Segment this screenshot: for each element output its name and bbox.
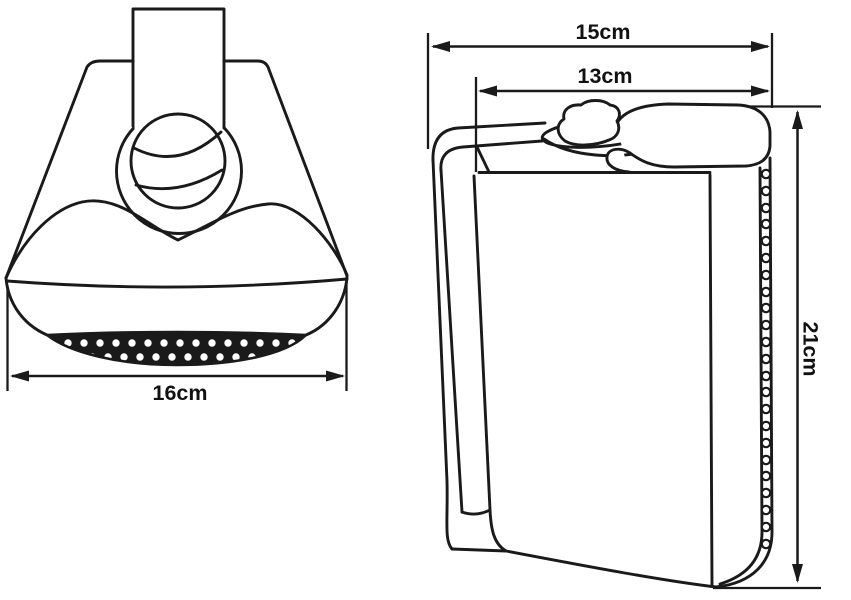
dimension-front-width: 16cm xyxy=(6,282,348,405)
top-rear-housing xyxy=(605,102,772,174)
bracket-arm-inner xyxy=(439,168,464,514)
arrowhead-right xyxy=(751,41,770,52)
arrowhead-left xyxy=(10,370,29,382)
top-face-corner-seam xyxy=(475,145,491,174)
front-band-line xyxy=(5,277,349,289)
front-left-edge xyxy=(4,276,49,337)
swivel-knob xyxy=(556,99,621,147)
arrowhead-left xyxy=(431,41,450,52)
bracket-arm-outer xyxy=(431,158,454,551)
grille-holes xyxy=(760,168,772,550)
dimension-label-16cm: 16cm xyxy=(153,381,208,405)
front-right-edge xyxy=(304,275,349,337)
arrowhead-right xyxy=(326,370,345,382)
dimension-body-depth: 13cm xyxy=(474,64,770,172)
cabinet-back-edge xyxy=(472,174,508,553)
ball-seam-lower xyxy=(134,168,224,191)
arrowhead-bottom xyxy=(792,564,803,583)
dimension-label-15cm: 15cm xyxy=(576,20,631,44)
ball-joint xyxy=(129,112,227,210)
speaker-grille xyxy=(43,330,309,367)
bracket-foot-top xyxy=(460,508,492,516)
mounting-bracket-strap xyxy=(131,7,226,130)
top-face-outer-edge xyxy=(431,121,547,163)
top-face-inner-edge xyxy=(439,139,544,173)
grille-strip-border xyxy=(718,166,764,586)
front-panel-edge xyxy=(708,173,714,588)
arrowhead-top xyxy=(792,110,803,129)
dimension-label-21cm: 21cm xyxy=(799,322,823,377)
cabinet-top-curve xyxy=(4,199,349,280)
cabinet-bottom-edge xyxy=(450,547,718,589)
top-view: 16cm xyxy=(4,0,349,405)
side-view: 15cm 13cm 21cm xyxy=(426,20,823,590)
dimension-height: 21cm xyxy=(713,105,823,590)
dimension-label-13cm: 13cm xyxy=(578,64,633,88)
arrowhead-right xyxy=(751,85,770,97)
dimension-overall-depth: 15cm xyxy=(426,20,774,149)
ball-seam-upper xyxy=(132,130,223,158)
arrowhead-left xyxy=(478,85,497,97)
cabinet-front-outline xyxy=(714,156,774,589)
